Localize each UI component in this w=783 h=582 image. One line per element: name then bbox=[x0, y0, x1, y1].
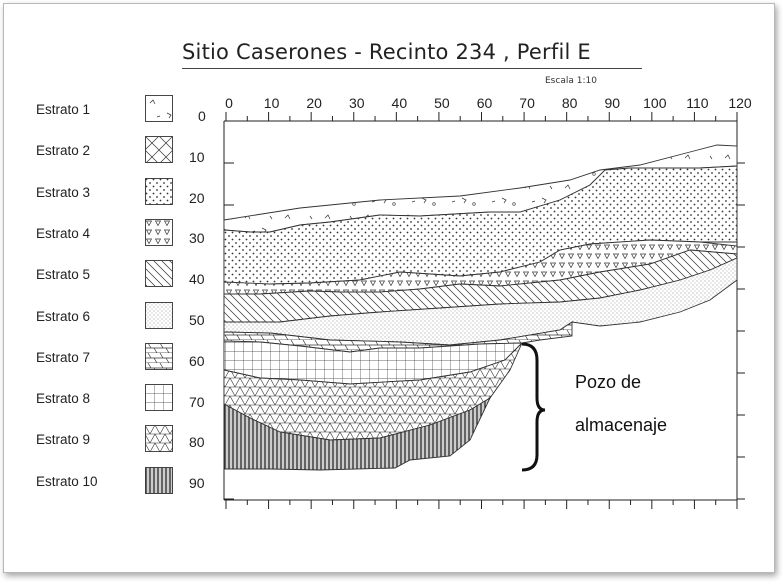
y-tick-label: 80 bbox=[189, 434, 205, 451]
x-tick-label: 0 bbox=[225, 95, 233, 111]
x-tick-label: 90 bbox=[604, 95, 621, 111]
x-tick-label: 120 bbox=[728, 95, 752, 111]
legend-label-6: Estrato 6 bbox=[36, 308, 91, 324]
x-tick-label: 80 bbox=[561, 95, 578, 111]
y-tick-label: 0 bbox=[198, 108, 206, 124]
x-tick-label: 70 bbox=[519, 95, 535, 111]
y-tick-label: 60 bbox=[189, 352, 205, 369]
x-tick-label: 50 bbox=[434, 95, 450, 111]
figure-title: Sitio Caserones - Recinto 234 , Perfil E bbox=[182, 40, 591, 64]
legend-label-9: Estrato 9 bbox=[36, 432, 91, 448]
y-tick-label: 90 bbox=[189, 475, 205, 492]
annotation-line-1: Pozo de bbox=[575, 372, 642, 392]
legend-label-10: Estrato 10 bbox=[36, 473, 98, 489]
annotation-line-2: almacenaje bbox=[575, 415, 668, 435]
y-tick-label: 40 bbox=[189, 271, 205, 288]
legend-label-7: Estrato 7 bbox=[36, 349, 91, 365]
legend-swatch-8 bbox=[145, 384, 173, 412]
x-tick-label: 40 bbox=[391, 95, 408, 111]
legend-swatch-7 bbox=[145, 342, 173, 370]
legend-label-1: Estrato 1 bbox=[36, 102, 91, 117]
x-tick-label: 110 bbox=[686, 95, 709, 111]
title-underline bbox=[182, 68, 642, 69]
x-tick-label: 60 bbox=[476, 95, 493, 111]
y-tick-label: 50 bbox=[189, 312, 205, 328]
legend-swatch-5 bbox=[145, 260, 173, 288]
x-tick-label: 100 bbox=[643, 95, 667, 111]
legend-label-4: Estrato 4 bbox=[36, 225, 91, 241]
legend-swatch-2 bbox=[145, 136, 173, 164]
storage-pit-brace bbox=[521, 342, 546, 472]
x-tick-label: 20 bbox=[306, 95, 322, 111]
legend-swatch-9 bbox=[145, 425, 173, 453]
legend-swatch-4 bbox=[145, 218, 173, 246]
x-tick-label: 30 bbox=[348, 95, 365, 111]
legend-label-2: Estrato 2 bbox=[36, 143, 91, 159]
y-tick-label: 10 bbox=[189, 148, 205, 165]
legend-swatch-6 bbox=[145, 301, 173, 329]
legend-label-8: Estrato 8 bbox=[36, 391, 91, 407]
x-tick-label: 10 bbox=[263, 95, 280, 111]
legend-label-3: Estrato 3 bbox=[36, 184, 91, 200]
legend-label-5: Estrato 5 bbox=[36, 267, 91, 283]
scale-label: Escala 1:10 bbox=[545, 76, 597, 86]
y-tick-label: 30 bbox=[189, 230, 205, 247]
stratum-10-layer bbox=[223, 396, 492, 471]
y-tick-label: 70 bbox=[189, 393, 205, 410]
y-tick-label: 20 bbox=[189, 189, 205, 206]
legend-swatch-3 bbox=[145, 177, 173, 205]
legend-swatch-10 bbox=[145, 466, 173, 494]
legend-swatch-1 bbox=[145, 95, 173, 122]
